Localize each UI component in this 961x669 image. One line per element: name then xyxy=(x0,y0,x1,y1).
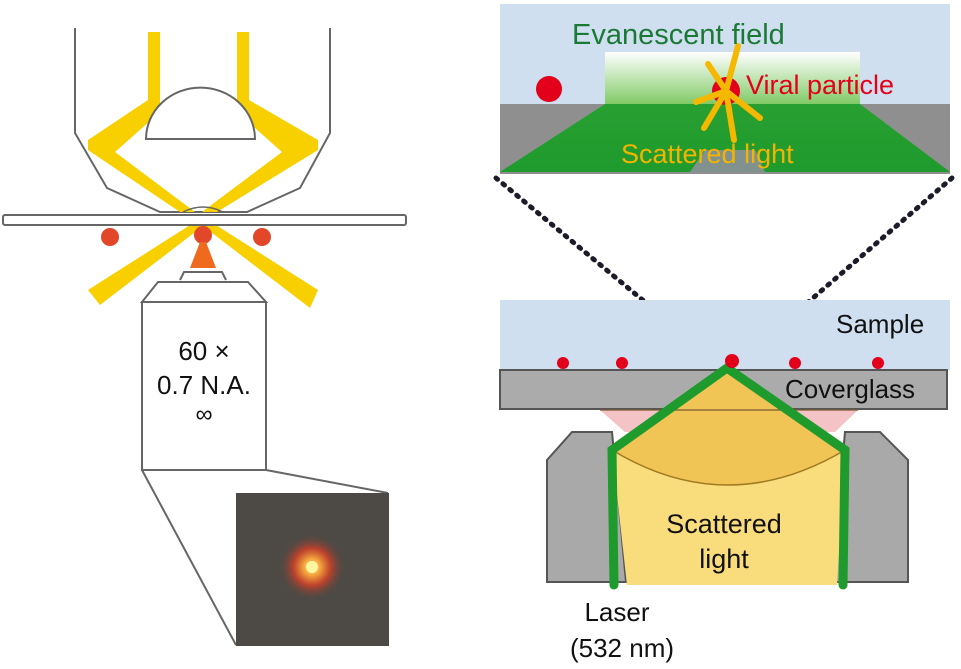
objective-infinity: ∞ xyxy=(195,401,212,428)
slide xyxy=(2,214,407,226)
laser-beam xyxy=(607,362,850,590)
coverglass-label: Coverglass xyxy=(785,374,915,404)
particle xyxy=(872,357,884,369)
scattering-image-inset xyxy=(236,493,389,646)
condenser-lens xyxy=(144,86,257,140)
collected-light-cone xyxy=(190,242,216,268)
particle xyxy=(557,357,569,369)
particle xyxy=(253,228,271,246)
objective-magnification: 60 × xyxy=(178,336,229,366)
particle xyxy=(194,226,212,244)
darkfield-microscope-schematic: 60 × 0.7 N.A. ∞ xyxy=(2,28,407,646)
scattered-light-label-line2: light xyxy=(699,544,749,574)
scattered-light-label-line1: Scattered xyxy=(666,509,782,539)
evanescent-field-label: Evanescent field xyxy=(572,19,785,51)
illumination-beams xyxy=(88,32,318,308)
scattered-light-label-inset: Scattered light xyxy=(621,139,794,169)
scattered-light-arrows xyxy=(693,43,763,143)
objective-na: 0.7 N.A. xyxy=(157,370,251,400)
particle xyxy=(789,357,801,369)
viral-particle xyxy=(536,76,562,102)
objective-lens xyxy=(139,271,269,471)
tir-setup: Sample Coverglass Scattered light Laser … xyxy=(499,300,950,663)
sample-label: Sample xyxy=(836,309,924,339)
particle xyxy=(616,357,628,369)
evanescent-zoom-inset: Evanescent field Viral particle Scattere… xyxy=(500,4,950,174)
particle xyxy=(101,228,119,246)
laser-label-line1: Laser xyxy=(584,597,649,627)
laser-label-line2: (532 nm) xyxy=(570,633,674,663)
particle xyxy=(725,354,739,368)
viral-particle-label: Viral particle xyxy=(746,70,894,100)
